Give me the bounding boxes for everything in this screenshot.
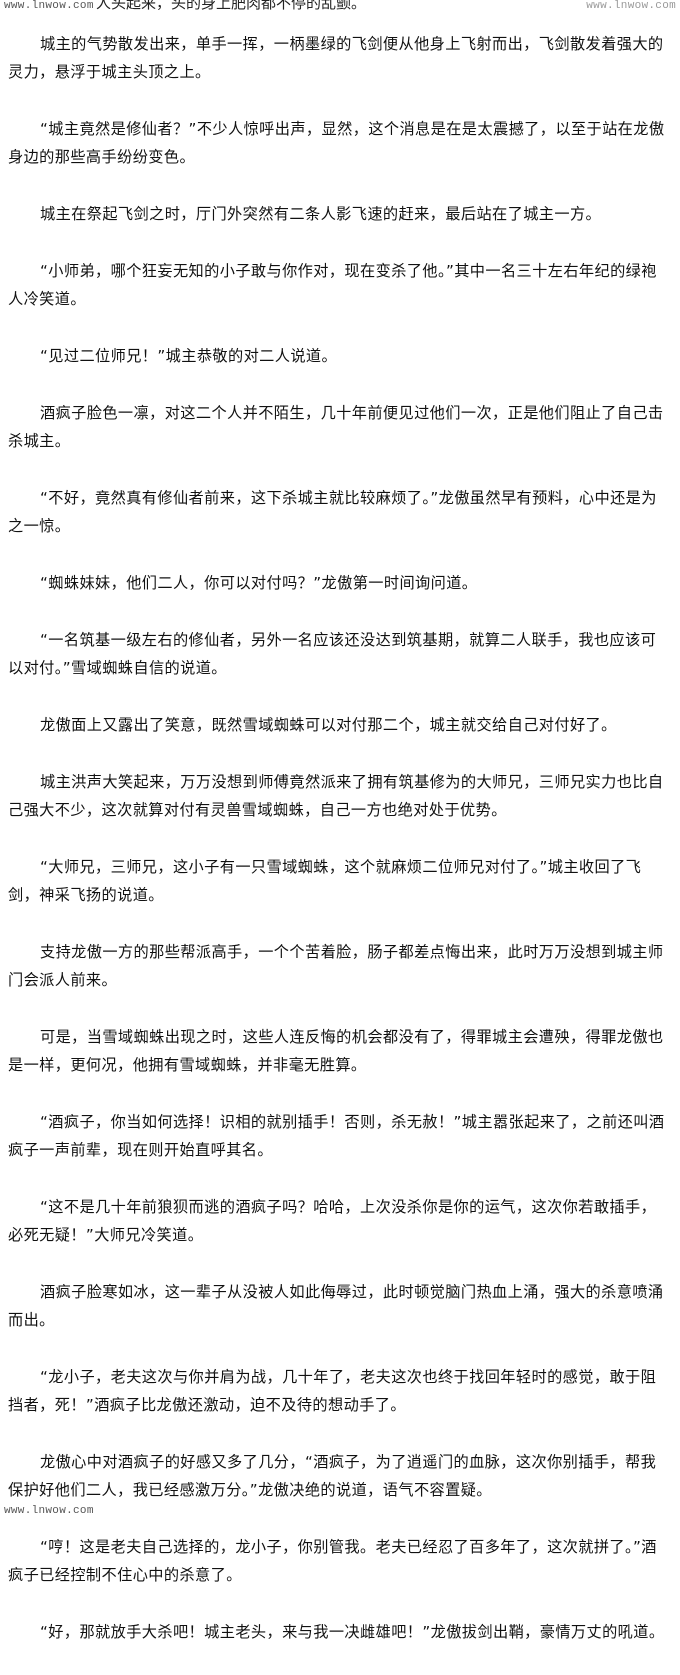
- paragraph: “哼！这是老夫自己选择的，龙小子，你别管我。老夫已经忍了百多年了，这次就拼了。”…: [8, 1538, 657, 1584]
- paragraph: 酒疯子脸色一凛，对这二个人并不陌生，几十年前便见过他们一次，正是他们阻止了自己击…: [8, 404, 664, 450]
- paragraph: “大师兄，三师兄，这小子有一只雪域蜘蛛，这个就麻烦二位师兄对付了。”城主收回了飞…: [8, 858, 642, 904]
- watermark-top-right: www.lnwow.com: [586, 0, 676, 12]
- top-partial-line: 人头起来，头的身上肥肉都不停的乱颤。: [96, 0, 367, 12]
- paragraph: “小师弟，哪个狂妄无知的小子敢与你作对，现在变杀了他。”其中一名三十左右年纪的绿…: [8, 262, 657, 308]
- article-body: 城主的气势散发出来，单手一挥，一柄墨绿的飞剑便从他身上飞射而出，飞剑散发着强大的…: [8, 30, 670, 1675]
- paragraph: “这不是几十年前狼狈而逃的酒疯子吗？哈哈，上次没杀你是你的运气，这次你若敢插手，…: [8, 1198, 657, 1244]
- paragraph: 酒疯子脸寒如冰，这一辈子从没被人如此侮辱过，此时顿觉脑门热血上涌，强大的杀意喷涌…: [8, 1283, 664, 1329]
- paragraph: 支持龙傲一方的那些帮派高手，一个个苦着脸，肠子都差点悔出来，此时万万没想到城主师…: [8, 943, 664, 989]
- paragraph: “好，那就放手大杀吧！城主老头，来与我一决雌雄吧！”龙傲拔剑出鞘，豪情万丈的吼道…: [40, 1623, 665, 1641]
- paragraph: 城主的气势散发出来，单手一挥，一柄墨绿的飞剑便从他身上飞射而出，飞剑散发着强大的…: [8, 35, 664, 81]
- paragraph: “蜘蛛妹妹，他们二人，你可以对付吗？”龙傲第一时间询问道。: [40, 574, 478, 592]
- paragraph: 城主在祭起飞剑之时，厅门外突然有二条人影飞速的赶来，最后站在了城主一方。: [40, 205, 602, 223]
- paragraph: “一名筑基一级左右的修仙者，另外一名应该还没达到筑基期，就算二人联手，我也应该可…: [8, 631, 657, 677]
- paragraph: “不好，竟然真有修仙者前来，这下杀城主就比较麻烦了。”龙傲虽然早有预料，心中还是…: [8, 489, 657, 535]
- paragraph: 城主洪声大笑起来，万万没想到师傅竟然派来了拥有筑基修为的大师兄，三师兄实力也比自…: [8, 773, 664, 819]
- document-page: 人头起来，头的身上肥肉都不停的乱颤。 www.lnwow.com www.lnw…: [4, 0, 676, 1641]
- paragraph: “酒疯子，你当如何选择！识相的就别插手！否则，杀无赦！”城主嚣张起来了，之前还叫…: [8, 1113, 665, 1159]
- paragraph: 可是，当雪域蜘蛛出现之时，这些人连反悔的机会都没有了，得罪城主会遭殃，得罪龙傲也…: [8, 1028, 664, 1074]
- paragraph: “城主竟然是修仙者？”不少人惊呼出声，显然，这个消息是在是太震撼了，以至于站在龙…: [8, 120, 665, 166]
- paragraph: “龙小子，老夫这次与你并肩为战，几十年了，老夫这次也终于找回年轻时的感觉，敢于阻…: [8, 1368, 657, 1414]
- watermark-bottom-left: www.lnwow.com: [4, 1505, 94, 1517]
- paragraph: 龙傲面上又露出了笑意，既然雪域蜘蛛可以对付那二个，城主就交给自己对付好了。: [40, 716, 617, 734]
- paragraph: “见过二位师兄！”城主恭敬的对二人说道。: [40, 347, 338, 365]
- paragraph: 龙傲心中对酒疯子的好感又多了几分，“酒疯子，为了逍遥门的血脉，这次你别插手，帮我…: [8, 1453, 657, 1499]
- watermark-top-left: www.lnwow.com: [4, 0, 94, 12]
